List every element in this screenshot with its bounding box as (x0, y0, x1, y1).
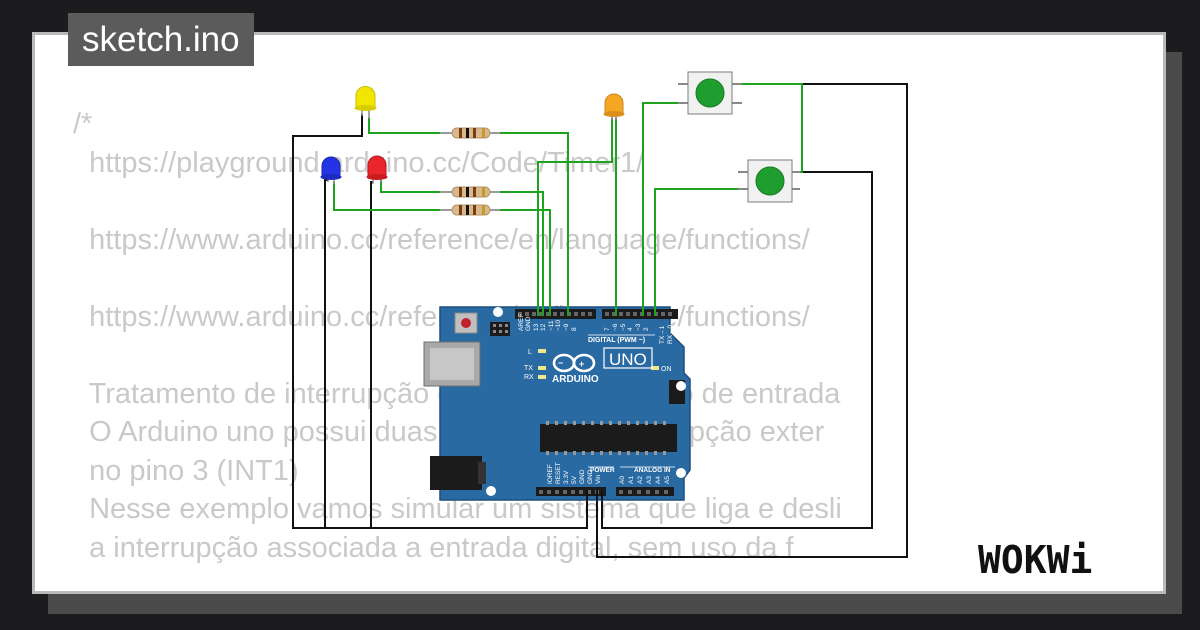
orange-led[interactable] (603, 93, 625, 120)
pin-label: GND (525, 316, 532, 331)
pin-label: ~6 (612, 323, 619, 331)
logo-text: WOKWi (978, 538, 1092, 582)
wokwi-logo[interactable]: WOKWi (976, 533, 1148, 585)
red-led-wire (380, 180, 544, 314)
led-label: L (528, 349, 532, 356)
pin-label: A1 (628, 476, 635, 484)
code-line: a interrupção associada a entrada digita… (73, 531, 794, 564)
model-label: UNO (609, 350, 647, 369)
pin-label: 2 (643, 327, 650, 331)
blue-led[interactable] (320, 156, 342, 184)
on-label: ON (661, 366, 672, 373)
code-line: no pino 3 (INT1) (73, 454, 299, 487)
code-preview: /* https://playground.arduino.cc/Code/Ti… (73, 105, 842, 567)
signal-wires (333, 83, 803, 314)
pin-label: A3 (646, 476, 653, 484)
pin-label: GND (579, 469, 586, 484)
analog-header (616, 487, 674, 496)
mounting-hole (486, 486, 496, 496)
yellow-led-wire (368, 118, 569, 314)
microcontroller-chip (540, 424, 677, 452)
resistor (440, 127, 500, 139)
svg-text:+: + (579, 359, 584, 369)
pin-label: 7 (604, 327, 611, 331)
code-line: /* (73, 108, 93, 140)
power-label: POWER (590, 467, 615, 474)
yellow-led-ground-wire (292, 114, 588, 529)
brand-label: ARDUINO (552, 374, 599, 385)
resistor (440, 204, 500, 216)
digital-label: DIGITAL (PWM ~) (588, 337, 645, 344)
blue-led-wire (333, 182, 551, 314)
pin-label: TX→1 (659, 325, 666, 344)
analog-label: ANALOG IN (634, 467, 671, 474)
mounting-hole (676, 468, 686, 478)
analog-pin-labels: A0 A1 A2 A3 A4 A5 (619, 476, 671, 484)
pin-label: 4 (627, 327, 634, 331)
pin-label: RESET (555, 462, 562, 484)
filename-tab[interactable]: sketch.ino (68, 13, 254, 66)
svg-text:−: − (558, 358, 563, 368)
button-link-wire (735, 83, 803, 173)
pin-label: 12 (540, 323, 547, 331)
power-jack (430, 456, 482, 490)
button1-signal-wire (642, 102, 686, 314)
pin-label: A2 (637, 476, 644, 484)
red-led[interactable] (366, 155, 388, 184)
arduino-logo: − + ARDUINO (552, 353, 599, 385)
pin-label: ~5 (620, 323, 627, 331)
pin-label: RX←0 (667, 324, 674, 344)
pin-label: A0 (619, 476, 626, 484)
led-label: RX (524, 374, 534, 381)
resistor (440, 186, 500, 198)
bottom-pushbutton[interactable] (738, 159, 800, 203)
pin-label: A4 (655, 476, 662, 484)
button2-ground-wire (601, 171, 873, 529)
pin-label: 8 (571, 327, 578, 331)
arduino-uno-board[interactable]: AREF GND 13 12 ~11 ~10 ~9 8 7 ~6 ~5 4 ~3… (423, 306, 691, 501)
pin-label: A5 (664, 476, 671, 484)
pin-label: IOREF (547, 464, 554, 484)
ground-wires (292, 83, 908, 558)
top-pushbutton[interactable] (678, 71, 742, 115)
code-line: Nesse exemplo vamos simular um sistema q… (73, 493, 842, 525)
led-label: TX (524, 365, 533, 372)
button1-ground-wire (596, 83, 908, 558)
button2-signal-wire (654, 188, 740, 314)
pin-label: ~10 (555, 320, 562, 331)
pin-label: 5V (571, 475, 578, 484)
pin-label: ~9 (563, 323, 570, 331)
pin-label: 3.3V (563, 470, 570, 484)
pin-label: ~11 (548, 320, 555, 331)
yellow-led[interactable] (354, 86, 377, 119)
pin-label: AREF (518, 314, 525, 331)
pin-label: GND (587, 469, 594, 484)
digital-pin-labels: AREF GND 13 12 ~11 ~10 ~9 8 7 ~6 ~5 4 ~3… (518, 314, 674, 344)
orange-led-anode-wire (537, 118, 613, 314)
pin-label: ~3 (635, 323, 642, 331)
mounting-hole (676, 381, 686, 391)
uno-badge (603, 347, 653, 369)
mounting-hole (493, 307, 503, 317)
code-line: https://www.arduino.cc/reference/en/lang… (73, 223, 810, 256)
red-led-ground-wire (370, 181, 373, 528)
blue-led-ground-wire (324, 179, 328, 528)
pin-label: 13 (533, 323, 540, 331)
power-pin-labels: IOREF RESET 3.3V 5V GND GND Vin (547, 462, 602, 484)
onboard-leds: L TX RX ON (524, 349, 672, 381)
pin-label: Vin (595, 474, 602, 484)
filename-label: sketch.ino (82, 20, 240, 59)
